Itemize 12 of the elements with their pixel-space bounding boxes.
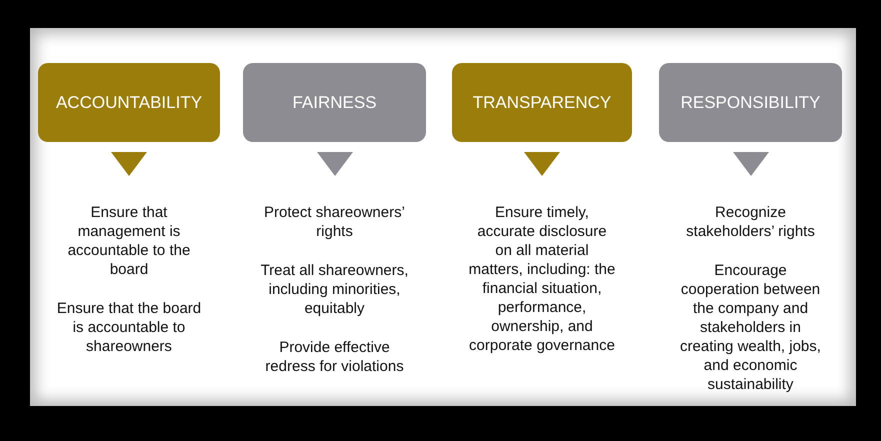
- heading-box: ACCOUNTABILITY: [38, 63, 220, 142]
- heading-box: TRANSPARENCY: [452, 63, 632, 142]
- description-text: Ensure timely, accurate disclosure on all material matters, including: the financial situation, performance, ownership, and corporate governance: [468, 203, 616, 355]
- description-text: Recognize stakeholders’ rights: [685, 203, 816, 241]
- description-text: Ensure that management is accountable to the board: [66, 203, 192, 279]
- description-text: Encourage cooperation between the company and stakeholders in creating wealth, jobs, and economic sustainability: [679, 261, 822, 394]
- description-text: Protect shareowners’ rights: [263, 203, 406, 241]
- heading-box: FAIRNESS: [243, 63, 426, 142]
- description-text: Provide effective redress for violations: [264, 338, 405, 376]
- description-text: Treat all shareowners, including minorities, equitably: [260, 261, 410, 318]
- description-text: Ensure that the board is accountable to shareowners: [56, 299, 202, 356]
- heading-box: RESPONSIBILITY: [659, 63, 842, 142]
